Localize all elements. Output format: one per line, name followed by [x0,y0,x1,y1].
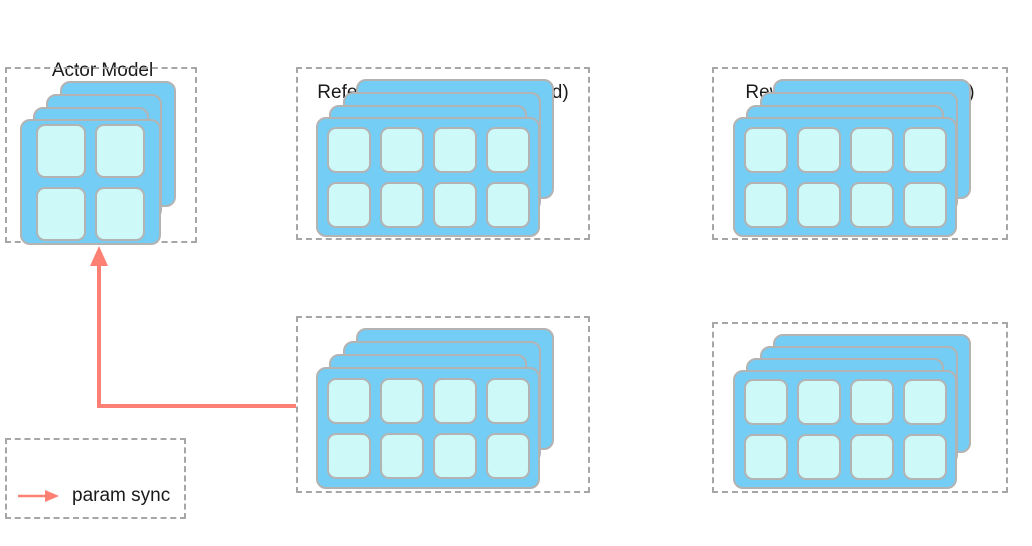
device-cell [379,377,424,424]
param-sync-arrowhead-icon [90,246,108,266]
device-cell [743,379,788,425]
device-cell [743,434,788,480]
arrow-right-icon [18,490,59,502]
device-cell [36,186,86,241]
device-cell [796,379,841,425]
device-cell [902,434,947,480]
device-cell [432,432,477,479]
device-cell [485,181,530,228]
card-front[interactable] [316,367,540,489]
card-deck-reward [714,69,1010,242]
card-front[interactable] [20,119,161,245]
device-cell [849,379,894,425]
device-cell [796,181,841,228]
device-cell [326,181,371,228]
device-cell [902,379,947,425]
group-title-line1: Actor Model [51,60,154,81]
card-front[interactable] [316,117,540,237]
param-sync-line [97,262,296,408]
device-cell [379,432,424,479]
device-cell [95,123,145,178]
device-cell [743,181,788,228]
device-cell [849,126,894,173]
device-cell [902,181,947,228]
device-cell [326,377,371,424]
device-cell [796,434,841,480]
card-front[interactable] [733,117,957,237]
device-cell [485,377,530,424]
device-cell [849,434,894,480]
group-box-critic [712,322,1008,493]
device-cell [485,432,530,479]
card-deck-actor-deepspeed [298,318,592,495]
device-cell [743,126,788,173]
legend-label: param sync [72,485,171,506]
legend-item-param-sync: param sync [17,485,170,507]
device-cell [849,181,894,228]
legend-box: param sync [5,438,186,519]
device-cell [379,181,424,228]
device-cell [432,181,477,228]
device-cell [902,126,947,173]
group-title-actor-deepspeed: Actor Model (deepspeed) [296,501,590,546]
group-box-actor-deepspeed [296,316,590,493]
card-deck-critic [714,324,1010,495]
device-cell [36,123,86,178]
device-cell [326,126,371,173]
device-cell [432,377,477,424]
device-cell [379,126,424,173]
device-cell [326,432,371,479]
device-cell [796,126,841,173]
card-deck-actor-vllm [7,69,199,245]
card-deck-reference [298,69,592,242]
device-cell [95,186,145,241]
group-box-reward [712,67,1008,240]
card-front[interactable] [733,370,957,489]
device-cell [432,126,477,173]
group-title-critic: Critic Model (deepspeed) [712,501,1008,546]
group-box-actor-vllm [5,67,199,245]
group-box-reference [296,67,590,240]
device-cell [485,126,530,173]
